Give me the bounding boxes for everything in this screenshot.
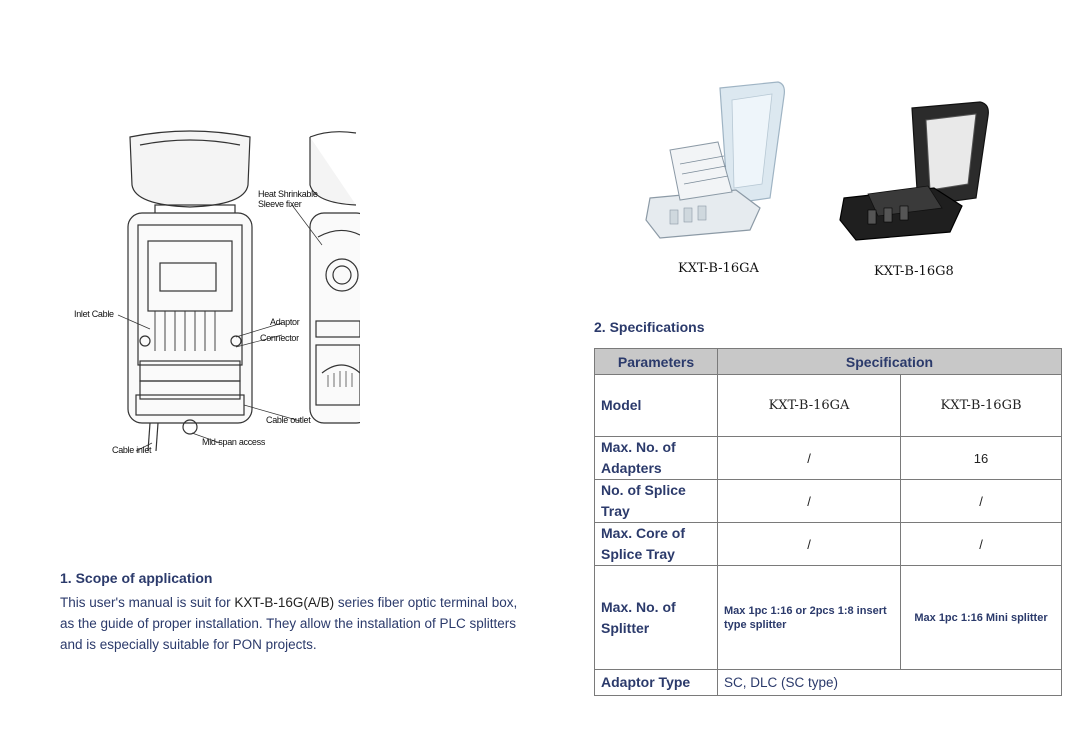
row-label-trays: No. of Splice Tray xyxy=(594,479,718,523)
table-row: Max. Core of Splice Tray / / xyxy=(594,522,1062,566)
specs-header-row: Parameters Specification xyxy=(594,348,1062,375)
adapters-a: / xyxy=(717,436,901,480)
scope-paragraph: This user's manual is suit for KXT-B-16G… xyxy=(60,592,530,655)
callout-cable-inlet: Cable inlet xyxy=(112,445,152,455)
specs-table: Parameters Specification Model KXT-B-16G… xyxy=(594,348,1062,696)
callout-adaptor: Adaptor xyxy=(270,317,300,327)
photo-caption-right: KXT-B-16G8 xyxy=(874,264,954,279)
table-row: No. of Splice Tray / / xyxy=(594,479,1062,523)
cores-b: / xyxy=(900,522,1062,566)
scope-model: KXT-B-16G(A/B) xyxy=(234,595,335,610)
row-label-cores: Max. Core of Splice Tray xyxy=(594,522,718,566)
callout-heat-sleeve: Heat Shrinkable Sleeve fixer xyxy=(258,189,318,209)
row-label-adaptor-type: Adaptor Type xyxy=(594,669,718,696)
model-b: KXT-B-16GB xyxy=(900,374,1062,437)
row-label-splitter: Max. No. of Splitter xyxy=(594,565,718,670)
trays-a: / xyxy=(717,479,901,523)
terminal-box-diagram: Heat Shrinkable Sleeve fixer Inlet Cable… xyxy=(60,125,371,455)
trays-b: / xyxy=(900,479,1062,523)
row-label-adapters: Max. No. of Adapters xyxy=(594,436,718,480)
product-photo-black xyxy=(838,98,998,248)
scope-text-after: series fiber optic terminal box, as the … xyxy=(60,595,518,652)
table-row: Model KXT-B-16GA KXT-B-16GB xyxy=(594,374,1062,437)
callout-mid-span: Mid-span access xyxy=(202,437,266,447)
scope-text-before: This user's manual is suit for xyxy=(60,595,235,610)
adapters-b: 16 xyxy=(900,436,1062,480)
table-row: Max. No. of Adapters / 16 xyxy=(594,436,1062,480)
splitter-a: Max 1pc 1:16 or 2pcs 1:8 insert type spl… xyxy=(717,565,901,670)
scope-section: 1. Scope of application This user's manu… xyxy=(60,570,530,655)
header-specification: Specification xyxy=(717,348,1062,375)
callout-connector: Connector xyxy=(260,333,299,343)
callout-cable-outlet: Cable outlet xyxy=(266,415,311,425)
table-row: Adaptor Type SC, DLC (SC type) xyxy=(594,669,1062,696)
product-photo-transparent xyxy=(640,80,790,245)
callout-inlet-cable: Inlet Cable xyxy=(74,309,114,319)
table-row: Max. No. of Splitter Max 1pc 1:16 or 2pc… xyxy=(594,565,1062,670)
header-parameters: Parameters xyxy=(594,348,718,375)
photo-caption-left: KXT-B-16GA xyxy=(678,261,759,276)
splitter-b: Max 1pc 1:16 Mini splitter xyxy=(900,565,1062,670)
terminal-box-drawing xyxy=(117,130,371,452)
adaptor-type-value: SC, DLC (SC type) xyxy=(717,669,1062,696)
cores-a: / xyxy=(717,522,901,566)
specs-heading: 2. Specifications xyxy=(594,319,705,335)
scope-heading: 1. Scope of application xyxy=(60,570,213,586)
row-label-model: Model xyxy=(594,374,718,437)
model-a: KXT-B-16GA xyxy=(717,374,901,437)
